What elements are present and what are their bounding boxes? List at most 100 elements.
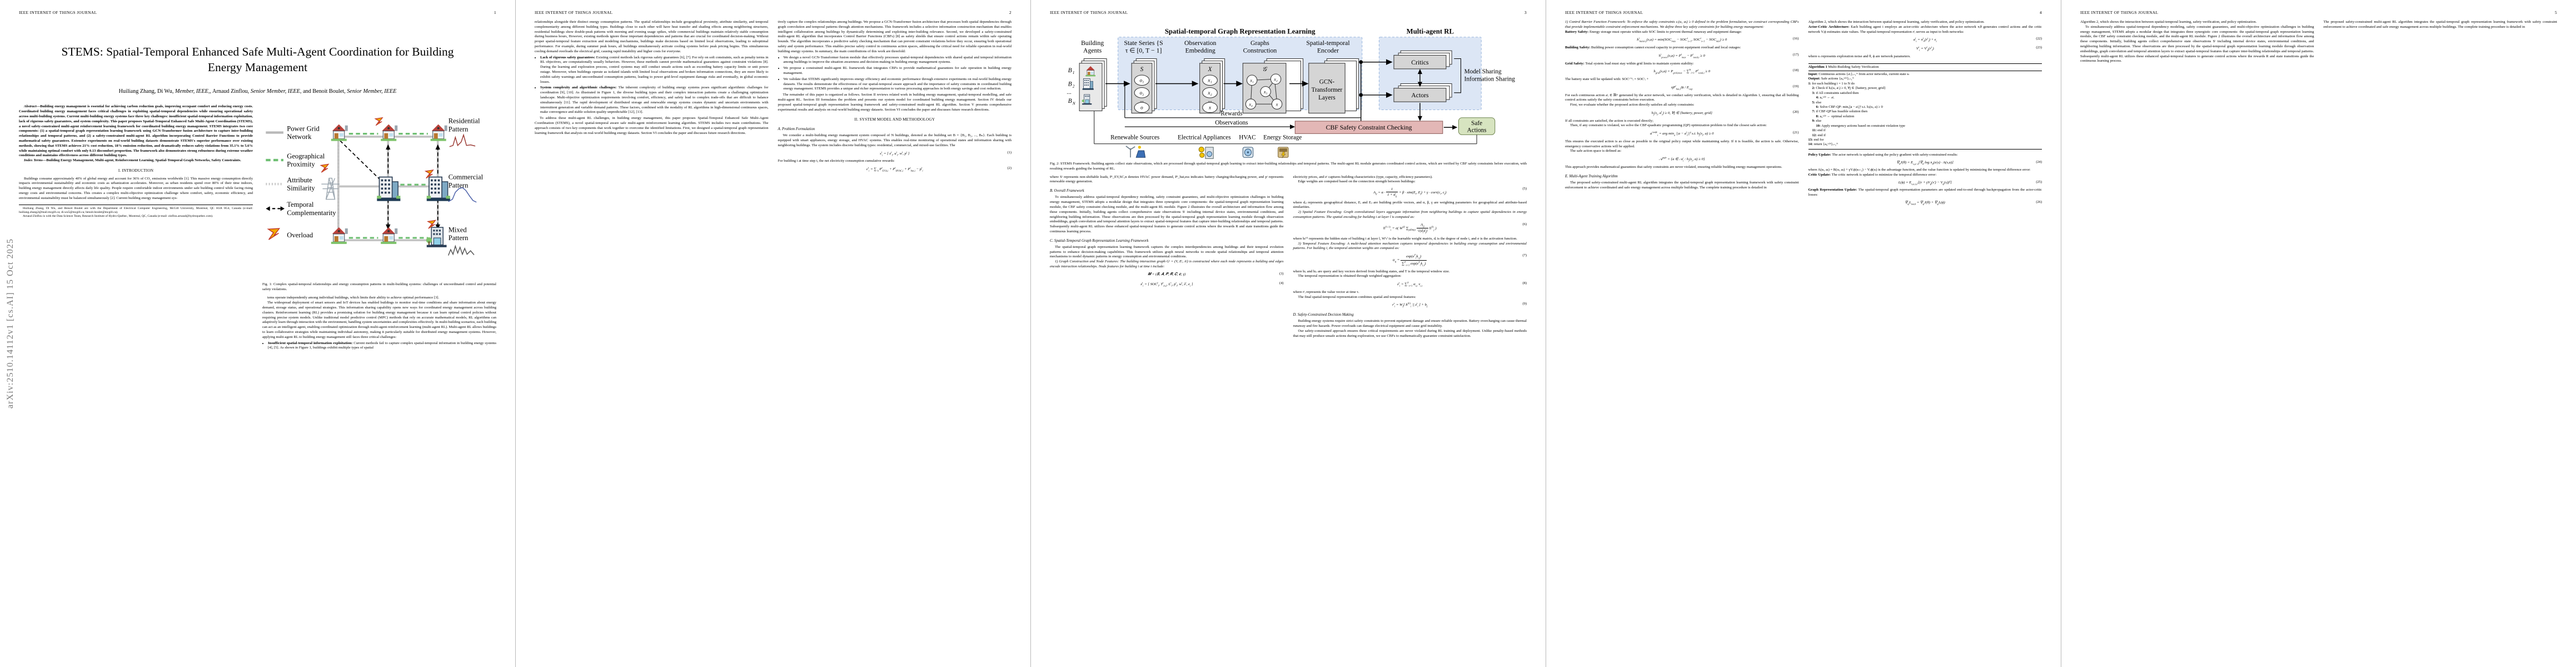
equation-3: 𝑴 = (𝑺, 𝑨, 𝑷, 𝑹, 𝑪, 𝒄, γ)(3) bbox=[1148, 271, 1284, 276]
equation-18-number: (18) bbox=[1792, 68, 1799, 73]
p2-c2-paragraph-2: The remainder of this paper is organized… bbox=[778, 93, 1012, 112]
equation-4: xti = [ SOCti, Ttin,i, Lti, pti, wt, λt,… bbox=[1140, 281, 1284, 287]
p3-c2-paragraph-10: Our safety-constrained approach ensures … bbox=[1293, 328, 1527, 338]
svg-text:Agents: Agents bbox=[1083, 47, 1102, 54]
figure-2-cbf-bar: CBF Safety Constraint Checking bbox=[1294, 103, 1458, 134]
svg-text:Information Sharing: Information Sharing bbox=[1464, 76, 1516, 82]
journal-name: IEEE INTERNET OF THINGS JOURNAL bbox=[1565, 10, 1643, 15]
figure-1-caption: Fig. 1: Complex spatial-temporal relatio… bbox=[262, 282, 496, 291]
svg-text:Embedding: Embedding bbox=[1185, 47, 1215, 54]
page-1-columns: Abstract—Building energy management is e… bbox=[19, 104, 496, 667]
svg-text:Temporal: Temporal bbox=[287, 201, 314, 209]
page-4[interactable]: IEEE INTERNET OF THINGS JOURNAL 4 1) Con… bbox=[1546, 0, 2061, 667]
equation-25: L(ϕ) = Es,a,r,s'[(r + γVϕ(s') − Vϕ(s))²]… bbox=[1898, 180, 2042, 186]
p4-graph-update: Graph Representation Update: The spatial… bbox=[1808, 188, 2042, 198]
p3-c1-paragraph-2: To simultaneously address spatial-tempor… bbox=[1050, 195, 1284, 233]
page-5-column-right: The proposed safety-constrained multi-ag… bbox=[2324, 20, 2558, 638]
svg-text:Complementarity: Complementarity bbox=[287, 209, 336, 217]
index-terms-lead: Index Terms bbox=[24, 158, 43, 163]
p4-c1-paragraph-3: First, we evaluate whether the proposed … bbox=[1570, 103, 1695, 107]
p4-c1-paragraph-6: This ensures the executed action is as c… bbox=[1565, 139, 1799, 148]
page-1-column-left: Abstract—Building energy management is e… bbox=[19, 104, 253, 667]
algorithm-1-line-keyword: 13: bbox=[1808, 138, 1813, 142]
svg-text:Proximity: Proximity bbox=[287, 161, 315, 168]
svg-text:Pattern: Pattern bbox=[449, 235, 469, 242]
page-1[interactable]: IEEE INTERNET OF THINGS JOURNAL 1 arXiv:… bbox=[0, 0, 515, 667]
journal-name: IEEE INTERNET OF THINGS JOURNAL bbox=[535, 10, 613, 15]
algorithm-1-line: 9: else bbox=[1808, 119, 2042, 123]
algorithm-1-line: 7: if CBF-QP has feasible solution then bbox=[1808, 109, 2042, 114]
equation-7: αij = exp(eTiki,j)∑Tτ=1 exp(eTiki,τ)(7) bbox=[1393, 253, 1527, 267]
p4-c2-paragraph-1: Algorithm 2, which shows the interaction… bbox=[1808, 20, 1985, 24]
algorithm-1-line: 11: end if bbox=[1808, 128, 2042, 133]
journal-name: IEEE INTERNET OF THINGS JOURNAL bbox=[1050, 10, 1128, 15]
page-4-column-left: 1) Control Barrier Function Framework: T… bbox=[1565, 20, 1799, 638]
figure-1-building-icons bbox=[320, 117, 450, 248]
svg-text:o₂: o₂ bbox=[1140, 90, 1144, 96]
equation-safe-set: 𝒜safe = {a ∈ 𝒜i : hj(st, a) ≥ 0} bbox=[1658, 156, 1705, 162]
p3-c2-paragraph-7: where rᵗᵢ represents the value vector at… bbox=[1293, 290, 1359, 294]
figure-2-state-series: S o₁ o₂ ... o bbox=[1131, 58, 1157, 114]
p4-grid-safety: Grid Safety: Total system load must stay… bbox=[1565, 62, 1799, 67]
p3-c1-graph-construction: 1) Graph Construction and Node Features:… bbox=[1050, 260, 1284, 270]
graph-update-label: Graph Representation Update: bbox=[1808, 188, 1857, 192]
algorithm-1-line-text: end if bbox=[1816, 133, 1826, 137]
subsection-safety-constrained: D. Safety-Constrained Decision Making bbox=[1293, 313, 1354, 317]
p4-critic-update: Critic Update: The critic network is upd… bbox=[1808, 173, 2042, 178]
list-item: We design a novel GCN-Transformer fusion… bbox=[784, 56, 1012, 66]
svg-text:Graphs: Graphs bbox=[1250, 39, 1269, 47]
page-2-columns: relationships alongside their distinct e… bbox=[535, 20, 1012, 638]
index-terms-text: —Building Energy Management, Multi-agent… bbox=[42, 158, 241, 163]
page-3[interactable]: IEEE INTERNET OF THINGS JOURNAL 3 Spatia… bbox=[1030, 0, 1546, 667]
figure-2-band-label-left: Spatial-temporal Graph Representation Le… bbox=[1165, 28, 1316, 36]
p3-c2-paragraph-5: where hₗᵢ and hₗⱼ are query and key vect… bbox=[1293, 269, 1450, 273]
svg-text:Encoder: Encoder bbox=[1317, 47, 1339, 54]
svg-text:Electrical Appliances: Electrical Appliances bbox=[1178, 135, 1231, 141]
figure-1-legend: Power Grid Network Geographical Proximit… bbox=[266, 125, 336, 241]
svg-text:τ ∈ [0, T − 1]: τ ∈ [0, T − 1] bbox=[1125, 47, 1162, 54]
equation-26: ∇ψLtotal = ∇ψJ(θ) + ∇ψL(ϕ)(26) bbox=[1905, 200, 2042, 206]
challenge-1-body: Current methods fail to capture complex … bbox=[268, 341, 496, 350]
equation-6: h(l+1)i = σ( W(l) ∑j∈N(i) Aij√(didj) h(l… bbox=[1383, 222, 1527, 234]
challenge-2-body: Existing control methods lack rigorous s… bbox=[540, 55, 769, 84]
list-item: System complexity and algorithmic challe… bbox=[540, 86, 769, 115]
page-2[interactable]: IEEE INTERNET OF THINGS JOURNAL 2 relati… bbox=[515, 0, 1030, 667]
equation-22: ait = πiθ(rti) + ϵt (22) bbox=[1913, 37, 2042, 43]
svg-text:Building: Building bbox=[1081, 39, 1104, 47]
section-heading-introduction: I. Introduction bbox=[118, 168, 154, 173]
building-safety-text: Building power consumption cannot exceed… bbox=[1590, 46, 1741, 50]
algorithm-1-label: Algorithm 1 bbox=[1808, 64, 1827, 69]
p3-c2-paragraph-6: The temporal representation is obtained … bbox=[1298, 274, 1402, 278]
page-2-column-left: relationships alongside their distinct e… bbox=[535, 20, 769, 638]
algorithm-1-line-text: if CBF-QP has feasible solution then bbox=[1815, 109, 1867, 114]
page-5-columns: Algorithm 2, which shows the interaction… bbox=[2080, 20, 2557, 638]
p4-c1-cbf-framework: 1) Control Barrier Function Framework: T… bbox=[1565, 20, 1799, 30]
p4-actor-critic: Actor-Critic Architecture: Each building… bbox=[1808, 25, 2042, 35]
svg-text:Construction: Construction bbox=[1243, 47, 1277, 54]
challenge-2-title: Lack of rigorous safety guarantees: bbox=[540, 55, 595, 59]
algorithm-1-line-text: for each building i = 1 to N do bbox=[1811, 81, 1855, 86]
figure-1-pattern-labels: Residential Pattern Commercial Pattern M… bbox=[448, 117, 484, 256]
subsection-multi-agent-training: E. Multi-Agent Training Algorithm bbox=[1565, 174, 1618, 178]
equation-1: sti = [ eti, uti, wt, pt ] (1) bbox=[880, 150, 1012, 157]
algorithm-1-line: 10: Apply emergency actions based on con… bbox=[1808, 124, 2042, 128]
arxiv-stamp: arXiv:2510.14112v1 [cs.AI] 15 Oct 2025 bbox=[6, 238, 15, 409]
figure-2-observation-embedding: X x₁ x₂ ... x bbox=[1199, 58, 1225, 114]
svg-text:GCN-: GCN- bbox=[1319, 78, 1335, 85]
svg-text:Renewable Sources: Renewable Sources bbox=[1110, 135, 1159, 141]
algorithm-1-line-text: Continuous actions {aᵗᵢ}ᵢ₌₁ᴺ from actor … bbox=[1817, 72, 1910, 76]
page-number: 4 bbox=[2039, 10, 2042, 15]
svg-text:o: o bbox=[1140, 104, 1143, 110]
p4-c1-paragraph-5: Then, if any constraint is violated, we … bbox=[1570, 123, 1767, 128]
p2-c1-paragraph-1: relationships alongside their distinct e… bbox=[535, 20, 769, 53]
svg-text:Observations: Observations bbox=[1215, 120, 1248, 126]
svg-text:Similarity: Similarity bbox=[287, 185, 315, 192]
page-number: 5 bbox=[2554, 10, 2557, 15]
algorithm-1-line-keyword: 1: bbox=[1808, 81, 1811, 86]
page-5[interactable]: IEEE INTERNET OF THINGS JOURNAL 5 Algori… bbox=[2061, 0, 2576, 667]
p4-c1-paragraph-9: The proposed safety-constrained multi-ag… bbox=[1565, 180, 1799, 190]
list-item: Insufficient spatial-temporal informatio… bbox=[268, 341, 496, 351]
p3-c2-temporal-encoding: 3) Temporal Feature Encoding: A multi-he… bbox=[1293, 242, 1527, 252]
svg-text:N: N bbox=[1072, 101, 1076, 106]
